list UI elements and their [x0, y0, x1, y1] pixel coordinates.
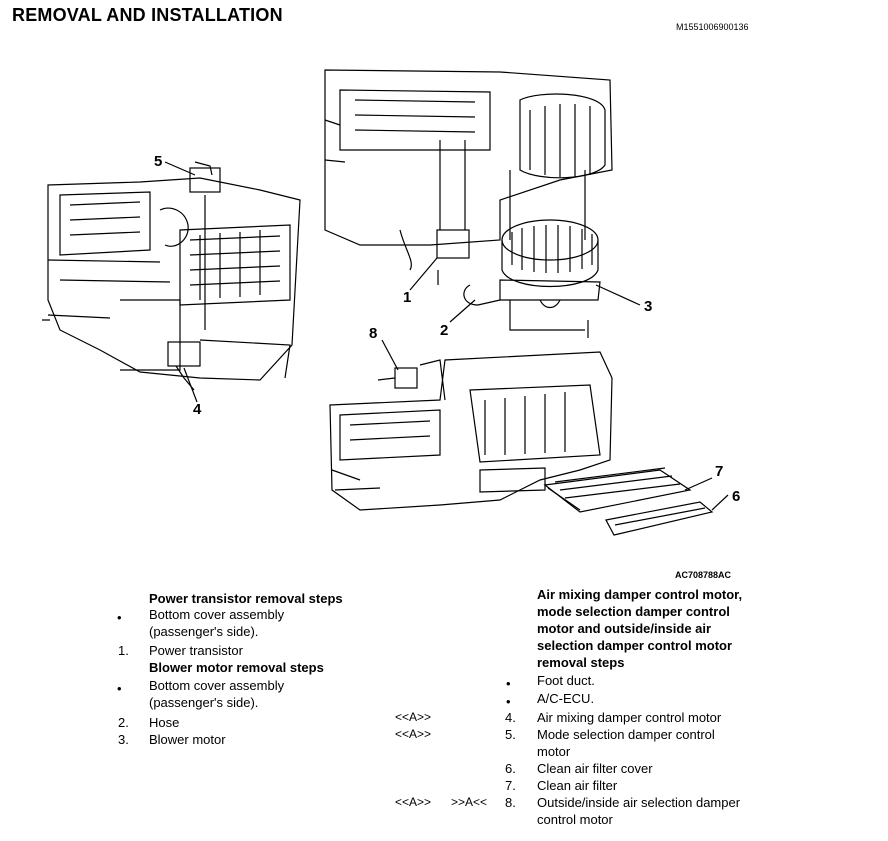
damper-step-filter-cover: Clean air filter cover	[537, 761, 653, 776]
callout-3: 3	[644, 298, 653, 315]
step-number: 7.	[505, 778, 516, 793]
callout-5: 5	[154, 153, 163, 170]
damper-motor-heading: motor and outside/inside air	[537, 621, 712, 636]
step-number: 4.	[505, 710, 516, 725]
damper-motor-heading: removal steps	[537, 655, 625, 670]
damper-motor-heading: selection damper control motor	[537, 638, 733, 653]
removal-service-point-ref: <<A>>	[395, 727, 432, 741]
power-step-bottom-cover-cont: (passenger's side).	[149, 624, 259, 639]
damper-step-ac-ecu: A/C-ECU.	[537, 691, 595, 706]
damper-step-air-mixing-motor: Air mixing damper control motor	[537, 710, 722, 725]
step-number: 1.	[118, 643, 129, 658]
blower-step-blower-motor: Blower motor	[149, 732, 226, 747]
leader-6	[711, 494, 729, 511]
leader-2	[449, 299, 476, 323]
power-step-power-transistor: Power transistor	[149, 643, 243, 658]
top-right-hvac-unit	[324, 69, 613, 338]
bottom-hvac-unit	[329, 351, 714, 536]
page-title: REMOVAL AND INSTALLATION	[12, 5, 283, 25]
damper-motor-heading: Air mixing damper control motor,	[537, 587, 743, 602]
damper-motor-heading: mode selection damper control	[537, 604, 730, 619]
callout-2: 2	[440, 322, 449, 339]
damper-step-mode-selection-motor: Mode selection damper control	[537, 727, 715, 742]
leader-4	[183, 367, 198, 403]
callout-8: 8	[369, 325, 378, 342]
document-id: M1551006900136	[676, 22, 749, 32]
leader-7	[684, 477, 713, 491]
step-number: 6.	[505, 761, 516, 776]
step-number: 5.	[505, 727, 516, 742]
figure-code: AC708788AC	[675, 570, 732, 580]
callout-6: 6	[732, 488, 741, 505]
installation-service-point-ref: >>A<<	[451, 795, 488, 809]
damper-step-outside-inside-motor-cont: control motor	[537, 812, 613, 827]
bullet: •	[117, 681, 122, 696]
damper-step-outside-inside-motor: Outside/inside air selection damper	[537, 795, 741, 810]
leader-3	[595, 284, 641, 306]
callout-4: 4	[193, 401, 202, 418]
blower-step-bottom-cover-cont: (passenger's side).	[149, 695, 259, 710]
callout-1: 1	[403, 289, 412, 306]
bullet: •	[117, 610, 122, 625]
left-hvac-unit	[42, 161, 301, 391]
power-step-bottom-cover: Bottom cover assembly	[149, 607, 285, 622]
hvac-illustration	[42, 69, 729, 536]
bullet: •	[506, 676, 511, 691]
leader-8	[381, 339, 399, 371]
damper-step-mode-selection-motor-cont: motor	[537, 744, 571, 759]
power-transistor-heading: Power transistor removal steps	[149, 591, 343, 606]
leader-1	[409, 257, 438, 291]
blower-step-bottom-cover: Bottom cover assembly	[149, 678, 285, 693]
callout-7: 7	[715, 463, 724, 480]
removal-service-point-ref: <<A>>	[395, 795, 432, 809]
leader-5	[164, 161, 196, 176]
step-number: 3.	[118, 732, 129, 747]
blower-motor-heading: Blower motor removal steps	[149, 660, 324, 675]
blower-step-hose: Hose	[149, 715, 180, 730]
removal-service-point-ref: <<A>>	[395, 710, 432, 724]
damper-step-filter: Clean air filter	[537, 778, 618, 793]
step-number: 8.	[505, 795, 516, 810]
step-number: 2.	[118, 715, 129, 730]
bullet: •	[506, 694, 511, 709]
damper-step-foot-duct: Foot duct.	[537, 673, 595, 688]
